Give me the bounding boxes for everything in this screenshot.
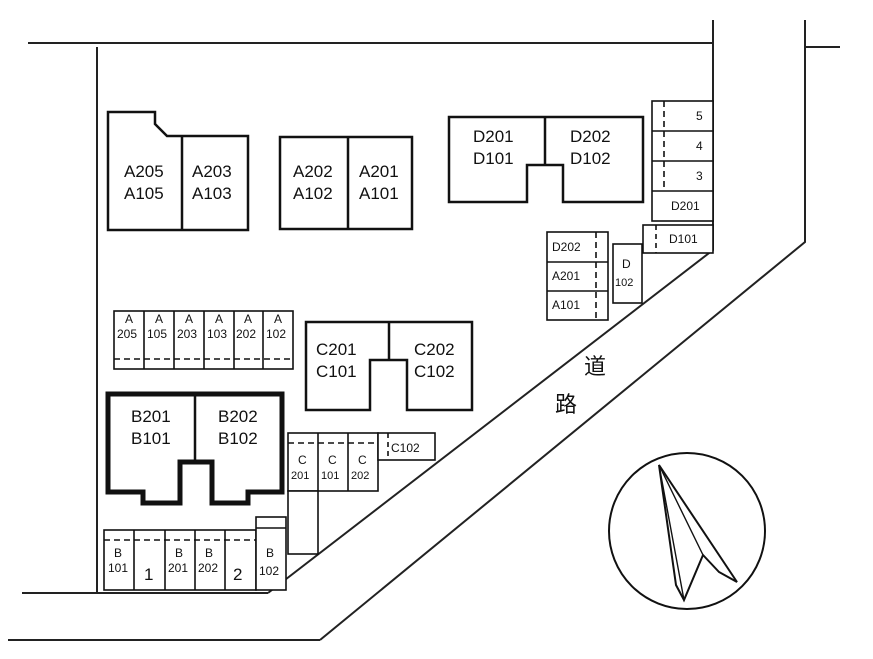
- building-a-east: [278, 135, 414, 231]
- unit-d202: D202: [570, 127, 611, 146]
- unit-b102: B102: [218, 429, 258, 448]
- c-parking-slot-1-head: C: [298, 453, 307, 467]
- boundary-lines: [8, 42, 840, 641]
- unit-a201: A201: [359, 162, 399, 181]
- c-parking-row: [287, 432, 436, 555]
- c-parking-labels: C 201 C 101 C 202 C102: [291, 441, 420, 482]
- unit-b201: B201: [131, 407, 171, 426]
- b-parking-b202-num: 202: [198, 561, 218, 575]
- unit-a203: A203: [192, 162, 232, 181]
- b-parking-b102-head: B: [266, 546, 274, 560]
- mid-parking-a201: A201: [552, 269, 580, 283]
- road-label-char-2: 路: [555, 393, 577, 418]
- b-parking-b201-num: 201: [168, 561, 188, 575]
- unit-c101: C101: [316, 362, 357, 381]
- c-parking-slot-2-head: C: [328, 453, 337, 467]
- a-parking-slot-2-head: A: [155, 312, 163, 326]
- unit-c102: C102: [414, 362, 455, 381]
- north-arrow-icon: [608, 452, 766, 610]
- a-parking-slot-1-head: A: [125, 312, 133, 326]
- unit-b202: B202: [218, 407, 258, 426]
- unit-a105: A105: [124, 184, 164, 203]
- c-parking-slot-3-num: 202: [351, 470, 369, 482]
- a-parking-slot-4-num: 103: [207, 327, 227, 341]
- b-parking-b202-head: B: [205, 546, 213, 560]
- unit-a102: A102: [293, 184, 333, 203]
- unit-a103: A103: [192, 184, 232, 203]
- mid-parking-d-head: D: [622, 257, 631, 271]
- c-parking-slot-3-head: C: [358, 453, 367, 467]
- unit-c201: C201: [316, 340, 357, 359]
- b-parking-slot-1: 1: [144, 565, 153, 584]
- b-parking-row: [103, 516, 287, 591]
- b-parking-b102-num: 102: [259, 564, 279, 578]
- b-parking-b201-head: B: [175, 546, 183, 560]
- right-parking-d201: D201: [671, 199, 700, 213]
- mid-parking-d-num: 102: [615, 277, 633, 289]
- unit-a202: A202: [293, 162, 333, 181]
- unit-d201: D201: [473, 127, 514, 146]
- a-parking-slot-1-num: 205: [117, 327, 137, 341]
- unit-d102: D102: [570, 149, 611, 168]
- b-parking-slot-2: 2: [233, 565, 242, 584]
- a-parking-slot-3-head: A: [185, 312, 193, 326]
- building-c: [304, 320, 474, 412]
- right-parking-d101: D101: [669, 232, 698, 246]
- unit-d101: D101: [473, 149, 514, 168]
- a-parking-slot-4-head: A: [215, 312, 223, 326]
- unit-a101: A101: [359, 184, 399, 203]
- mid-parking-a101: A101: [552, 298, 580, 312]
- a-parking-slot-5-head: A: [244, 312, 252, 326]
- building-d: [447, 115, 645, 204]
- c-parking-slot-2-num: 101: [321, 470, 339, 482]
- right-parking-slot-4: 4: [696, 139, 703, 153]
- b-parking-b101-num: 101: [108, 561, 128, 575]
- right-parking-slot-3: 3: [696, 169, 703, 183]
- road-label-char-1: 道: [584, 355, 606, 380]
- unit-a205: A205: [124, 162, 164, 181]
- building-b: [105, 391, 285, 506]
- a-parking-row: [113, 310, 294, 370]
- c-parking-slot-1-num: 201: [291, 470, 309, 482]
- a-parking-slot-2-num: 105: [147, 327, 167, 341]
- c-parking-side-label: C102: [391, 441, 420, 455]
- a-parking-labels: A 205 A 105 A 203 A 103 A 202 A 102: [117, 312, 286, 341]
- a-parking-slot-6-num: 102: [266, 327, 286, 341]
- building-a-west: [106, 110, 250, 232]
- a-parking-slot-6-head: A: [274, 312, 282, 326]
- unit-b101: B101: [131, 429, 171, 448]
- b-parking-labels: B 101 1 B 201 B 202 2 B 102: [108, 546, 279, 584]
- right-parking-labels: 5 4 3 D201 D101: [669, 109, 703, 246]
- right-parking-slot-5: 5: [696, 109, 703, 123]
- a-parking-slot-5-num: 202: [236, 327, 256, 341]
- b-parking-b101-head: B: [114, 546, 122, 560]
- right-parking-column: [642, 100, 714, 254]
- a-parking-slot-3-num: 203: [177, 327, 197, 341]
- mid-parking-labels: D202 A201 A101 D 102: [552, 240, 633, 312]
- mid-parking-d202: D202: [552, 240, 581, 254]
- unit-c202: C202: [414, 340, 455, 359]
- mid-parking-column: [546, 231, 643, 321]
